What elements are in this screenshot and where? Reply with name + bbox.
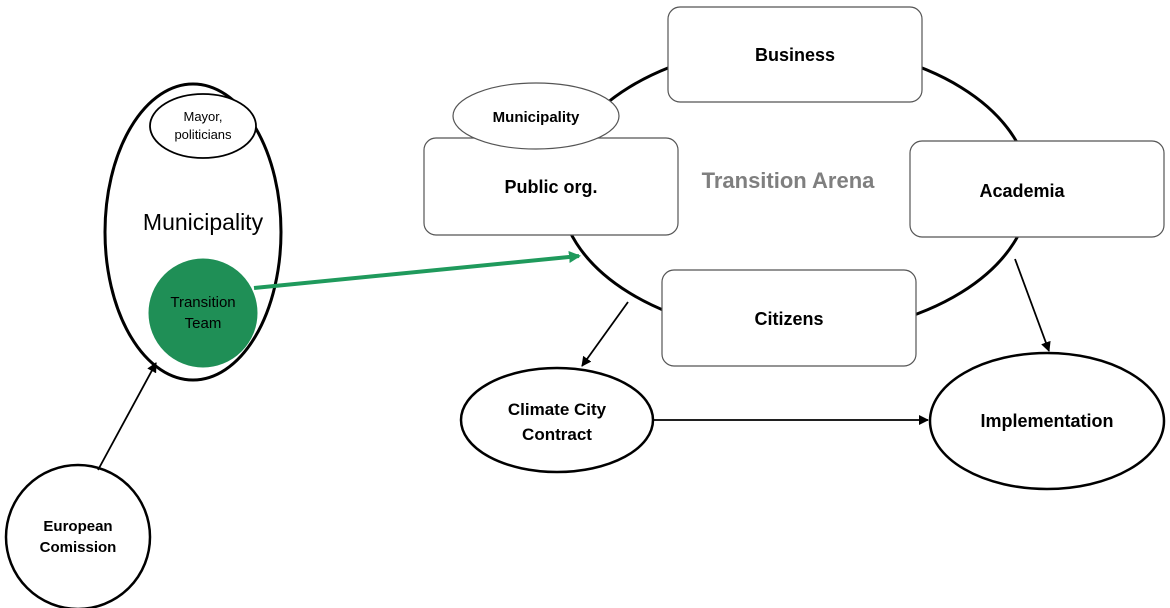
- arrow-arena-to-climate-contract: [581, 301, 629, 367]
- academia-box: [909, 140, 1165, 238]
- european-commission-node: [4, 463, 152, 608]
- arrow-commission-to-transition-team: [97, 362, 157, 471]
- implementation-label: Implementation: [980, 411, 1113, 431]
- business-box: [667, 6, 923, 103]
- climate-city-contract-node: [459, 366, 655, 474]
- arrow-academia-to-implementation: [1014, 258, 1051, 352]
- mayor-label-line1: Mayor,: [183, 109, 222, 124]
- transition-team-label-line2: Team: [185, 315, 222, 332]
- mayor-label-line2: politicians: [174, 127, 232, 142]
- arena-municipality-label: Municipality: [493, 109, 580, 126]
- municipality-group-label: Municipality: [143, 209, 264, 235]
- mayor-politicians-ellipse: [149, 93, 257, 159]
- climate-city-contract-label-line1: Climate City: [508, 400, 607, 419]
- citizens-box: [661, 269, 917, 367]
- european-commission-label-line1: European: [43, 518, 112, 535]
- public-org-label: Public org.: [504, 177, 597, 197]
- implementation-node: [928, 351, 1166, 491]
- climate-city-contract-label-line2: Contract: [522, 425, 592, 444]
- arrow-transition-team-to-arena: [253, 251, 581, 290]
- transition-team-node: [148, 258, 258, 368]
- business-label: Business: [755, 45, 835, 65]
- arena-municipality-ellipse: [452, 82, 620, 150]
- transition-team-label-line1: Transition: [170, 294, 235, 311]
- academia-label: Academia: [979, 181, 1065, 201]
- transition-arena-title: Transition Arena: [702, 168, 876, 193]
- european-commission-label-line2: Comission: [40, 539, 117, 556]
- citizens-label: Citizens: [754, 309, 823, 329]
